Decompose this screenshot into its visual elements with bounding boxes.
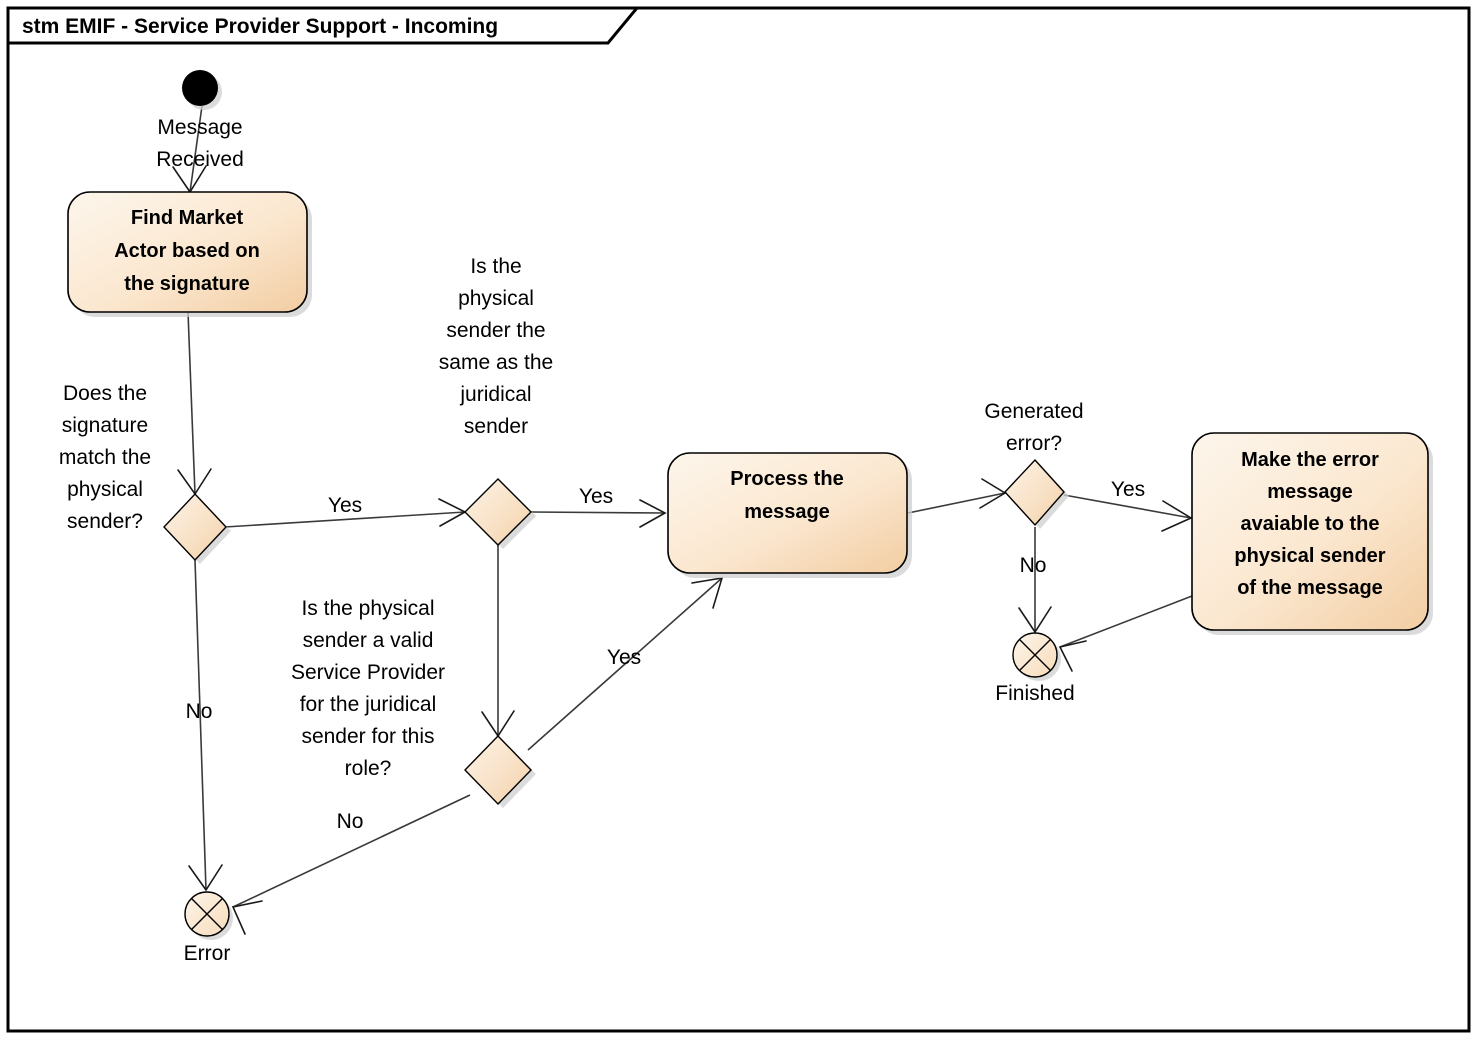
state-find-market-actor[interactable]: Find Market Actor based on the signature xyxy=(67,191,312,317)
terminate-finished-cross-icon xyxy=(1018,638,1052,672)
state-make-error-available-line3: avaiable to the xyxy=(1241,513,1380,535)
q1-line4: physical xyxy=(67,478,143,501)
edge-same-sender-yes xyxy=(530,499,667,528)
state-make-error-available-line2: message xyxy=(1267,481,1353,503)
edge-label-valid-sp-no: No xyxy=(337,810,364,833)
q4-line1: Generated xyxy=(984,400,1083,423)
state-process-message-line1: Process the xyxy=(730,468,843,490)
state-process-message[interactable]: Process the message xyxy=(667,452,912,578)
decision-signature-match[interactable] xyxy=(163,492,231,564)
initial-state-node[interactable] xyxy=(182,70,222,110)
q1-line5: sender? xyxy=(67,510,143,533)
decision-valid-service-provider-diamond-icon xyxy=(464,734,532,806)
state-process-message-line2: message xyxy=(744,501,830,523)
edge-valid-sp-no xyxy=(231,794,471,935)
edge-find-to-signature-decision xyxy=(177,311,212,496)
terminate-error-cross-icon xyxy=(190,897,224,931)
terminate-finished[interactable] xyxy=(1012,632,1061,681)
terminate-error-label: Error xyxy=(184,942,231,965)
decision-label-generated-error: Generated error? xyxy=(984,400,1083,455)
state-make-error-available-line1: Make the error xyxy=(1241,449,1379,471)
q2-line3: sender the xyxy=(446,319,545,342)
state-make-error-available-line5: of the message xyxy=(1237,577,1383,599)
q2-line5: juridical xyxy=(459,383,531,406)
q2-line6: sender xyxy=(464,415,528,438)
edge-label-message-received-line2: Received xyxy=(156,148,244,171)
q3-line3: Service Provider xyxy=(291,661,445,684)
q1-line1: Does the xyxy=(63,382,147,405)
q3-line6: role? xyxy=(345,757,392,780)
q1-line2: signature xyxy=(62,414,148,437)
q2-line2: physical xyxy=(458,287,534,310)
edge-label-generated-error-no: No xyxy=(1020,554,1047,577)
edge-same-sender-no xyxy=(481,545,515,738)
decision-label-same-sender: Is the physical sender the same as the j… xyxy=(439,255,553,438)
decision-signature-match-diamond-icon xyxy=(163,492,227,562)
edge-signature-no xyxy=(188,559,223,892)
edge-label-same-sender-yes: Yes xyxy=(579,485,613,508)
state-find-market-actor-line2: Actor based on xyxy=(114,240,260,262)
decision-generated-error[interactable] xyxy=(1004,458,1069,529)
edge-label-signature-no: No xyxy=(186,700,213,723)
edge-label-valid-sp-yes: Yes xyxy=(607,646,641,669)
edge-process-to-generated-error xyxy=(907,478,1007,514)
edge-generated-error-no xyxy=(1018,527,1052,634)
state-make-error-available[interactable]: Make the error message avaiable to the p… xyxy=(1191,432,1433,635)
state-make-error-available-line4: physical sender xyxy=(1234,545,1385,567)
q3-line4: for the juridical xyxy=(300,693,437,716)
frame-border xyxy=(6,6,1471,1033)
edge-generated-error-yes xyxy=(1063,494,1193,532)
decision-label-signature-match: Does the signature match the physical se… xyxy=(59,382,151,533)
decision-same-sender[interactable] xyxy=(464,478,536,549)
q4-line2: error? xyxy=(1006,432,1062,455)
edge-label-generated-error-yes: Yes xyxy=(1111,478,1145,501)
state-find-market-actor-line3: the signature xyxy=(124,273,250,295)
terminate-finished-label: Finished xyxy=(995,682,1074,705)
decision-label-valid-service-provider: Is the physical sender a valid Service P… xyxy=(291,597,445,780)
initial-state-circle-icon xyxy=(182,70,218,106)
q2-line4: same as the xyxy=(439,351,553,374)
q1-line3: match the xyxy=(59,446,151,469)
q3-line1: Is the physical xyxy=(301,597,434,620)
edge-error-available-to-finished xyxy=(1058,595,1193,672)
decision-generated-error-diamond-icon xyxy=(1004,458,1065,527)
q2-line1: Is the xyxy=(470,255,521,278)
state-find-market-actor-line1: Find Market xyxy=(131,207,244,229)
decision-valid-service-provider[interactable] xyxy=(464,734,536,808)
q3-line2: sender a valid xyxy=(303,629,434,652)
edge-label-message-received-line1: Message xyxy=(157,116,242,139)
edge-label-signature-yes: Yes xyxy=(328,494,362,517)
diagram-title: stm EMIF - Service Provider Support - In… xyxy=(22,15,498,38)
terminate-error[interactable] xyxy=(184,891,233,940)
q3-line5: sender for this xyxy=(301,725,434,748)
decision-same-sender-diamond-icon xyxy=(464,478,532,546)
